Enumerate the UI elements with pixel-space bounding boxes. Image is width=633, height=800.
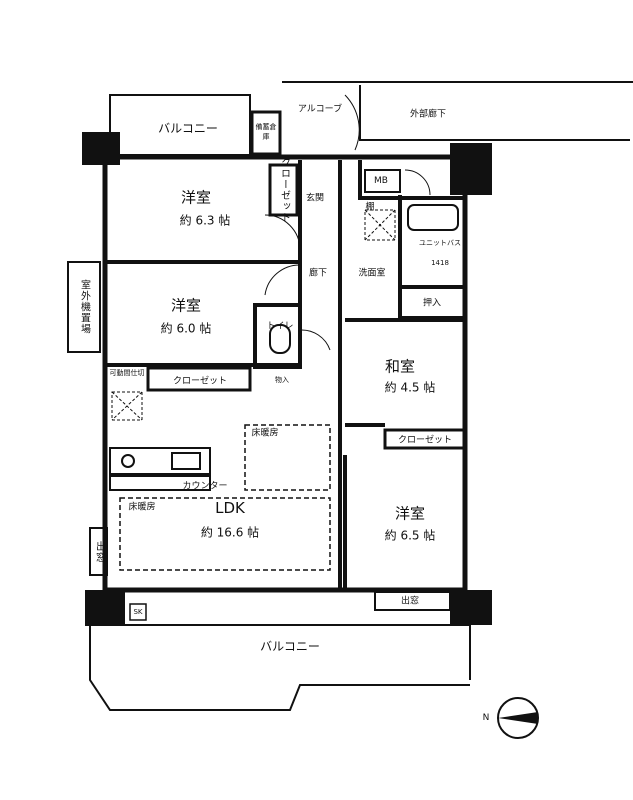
outdoor-unit-label: 室外機置場 [78,279,90,335]
bay-window-bottom-label: 出窓 [400,596,420,607]
outdoor-unit-area [67,261,101,353]
counter-label: カウンター [182,481,228,492]
balcony-top-label: バルコニー [158,121,218,136]
washroom-label: 洗面室 [358,268,386,279]
entrance-label: 玄関 [305,193,325,204]
sk-label: SK [133,608,143,616]
toilet-label: トイレ [266,321,294,332]
hallway-label: 廊下 [308,268,328,279]
oshiire-label: 押入 [422,298,442,309]
room3-name: 洋室 [394,504,426,523]
closet2-label: クローゼット [397,435,453,446]
ldk-name: LDK [215,499,245,517]
compass-north-label: N [482,713,490,723]
storage-room [250,110,282,156]
closet-2 [383,428,467,450]
bathtub [407,204,459,231]
toilet-bowl [269,324,291,354]
mb-box [364,169,401,193]
outer-walls [102,154,468,593]
floor-heating-area-2 [119,497,331,571]
door-swings [264,94,431,351]
washitsu-size: 約 4.5 帖 [384,380,436,395]
toilet-room [253,303,302,369]
room1-size: 約 6.3 帖 [179,213,231,228]
storage-small-label: 物入 [275,376,289,384]
closet-vertical [268,163,299,217]
interior-walls [105,160,465,590]
unit-bath-size: 1418 [431,259,449,267]
counter [109,475,211,491]
closet1-label: クローゼット [172,376,228,387]
floor-heating-area-1 [244,424,331,491]
bay-window-left-label: 出窓 [93,541,105,563]
floor-heating-2-label: 床暖房 [128,502,156,513]
unit-bath-label: ユニットバス [419,239,461,247]
closet-1 [146,366,252,392]
bay-window-left [89,527,108,576]
structural-pillars [82,132,492,625]
pipe-space [111,391,143,421]
movable-partition-label: 可動間仕切 [109,369,145,377]
sink-icon [171,452,201,470]
compass-needle-icon [498,712,538,724]
balcony-bottom-label: バルコニー [260,639,320,654]
closet-vertical-label: クローゼット [278,157,290,223]
shelf-label: 棚 [365,202,375,213]
washitsu-name: 和室 [384,357,416,376]
room2-name: 洋室 [170,296,202,315]
alcove-label: アルコーブ [297,104,343,115]
floor-heating-1-label: 床暖房 [251,428,279,439]
external-corridor-label: 外部廊下 [409,109,447,120]
room1-name: 洋室 [180,188,212,207]
external-corridor [282,81,633,141]
storage-label: 備蓄倉庫 [255,123,277,141]
ldk-size: 約 16.6 帖 [200,525,260,540]
kitchen-counter [109,447,211,475]
sk-box [129,603,147,621]
washer-space [364,209,396,241]
mb-label: MB [374,176,388,186]
stove-icon [121,454,135,468]
room2-size: 約 6.0 帖 [160,321,212,336]
room3-size: 約 6.5 帖 [384,528,436,543]
